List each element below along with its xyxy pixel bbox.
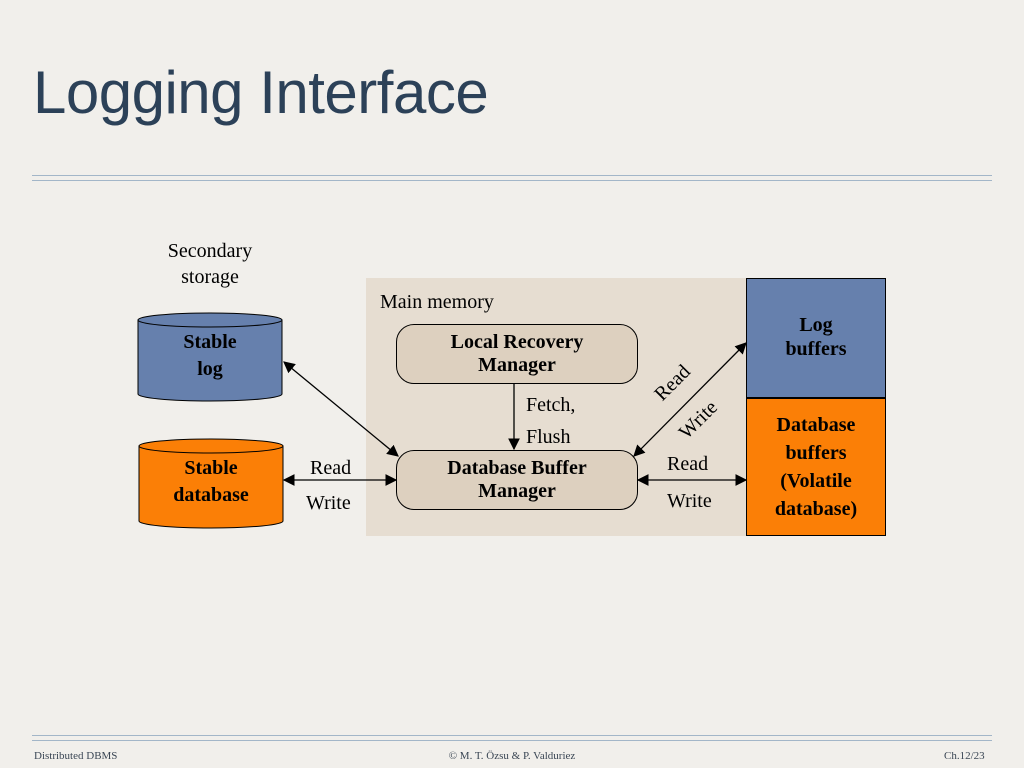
slide-title: Logging Interface: [33, 59, 489, 126]
footer-right: Ch.12/23: [944, 750, 985, 762]
stable-database-cylinder: [138, 438, 284, 529]
title-rule-bottom: [32, 180, 992, 181]
database-buffer-manager: Database Buffer Manager: [396, 450, 638, 510]
footer-left: Distributed DBMS: [34, 750, 118, 762]
arrow-dbm-to-log-buffers: [633, 342, 747, 457]
log-buffers-box: Log buffers: [746, 278, 886, 398]
secondary-storage-label: Secondary storage: [167, 240, 253, 288]
stable-log-cylinder: [137, 312, 283, 402]
footer-center: © M. T. Özsu & P. Valduriez: [448, 750, 576, 762]
stable-log-label: Stable log: [183, 331, 237, 380]
write-right-label: Write: [667, 490, 712, 512]
read-right-label: Read: [667, 453, 709, 475]
read-left-label: Read: [310, 457, 352, 479]
main-memory-label: Main memory: [380, 291, 494, 313]
footer-rule-bottom: [32, 740, 992, 741]
stable-database-label: Stable database: [173, 457, 249, 506]
database-buffers-box: Database buffers (Volatile database): [746, 398, 886, 536]
write-left-label: Write: [306, 492, 351, 514]
title-rule-top: [32, 175, 992, 176]
local-recovery-manager: Local Recovery Manager: [396, 324, 638, 384]
arrow-log-to-dbm: [283, 361, 399, 457]
fetch-flush-label: Fetch, Flush: [526, 394, 576, 448]
footer-rule-top: [32, 735, 992, 736]
